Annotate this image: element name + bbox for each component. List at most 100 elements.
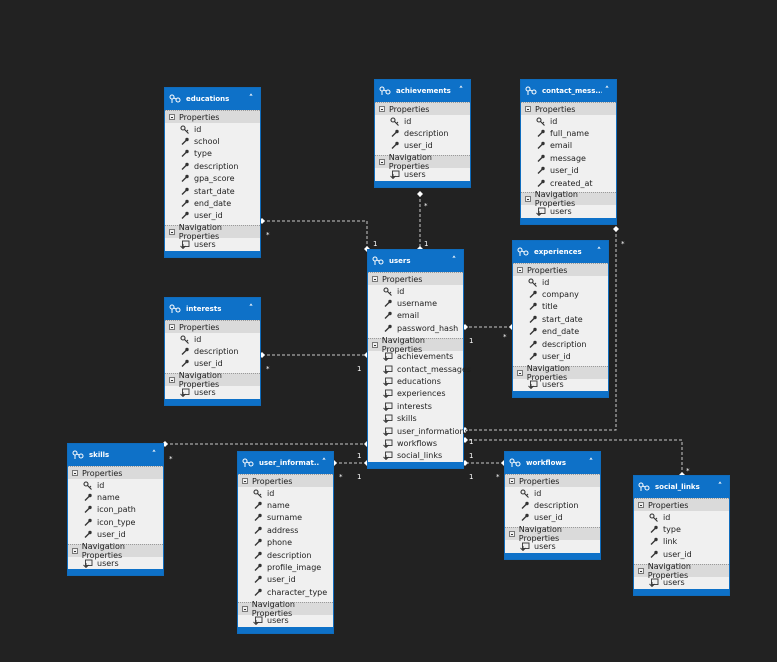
- collapse-minus-icon[interactable]: [372, 341, 378, 348]
- entity-header[interactable]: user_informat...˄: [238, 452, 333, 474]
- entity-header[interactable]: experiences˄: [513, 241, 608, 263]
- property-row[interactable]: id: [505, 487, 600, 499]
- property-row[interactable]: user_id: [165, 358, 260, 370]
- property-row[interactable]: name: [68, 491, 163, 503]
- property-row[interactable]: id: [238, 487, 333, 499]
- collapse-minus-icon[interactable]: [242, 478, 248, 484]
- collapse-minus-icon[interactable]: [169, 114, 175, 120]
- navigation-section-header[interactable]: Navigation Properties: [368, 336, 463, 354]
- property-row[interactable]: id: [634, 511, 729, 523]
- property-row[interactable]: email: [368, 310, 463, 322]
- property-row[interactable]: id: [165, 123, 260, 135]
- property-row[interactable]: icon_type: [68, 516, 163, 528]
- property-row[interactable]: id: [68, 479, 163, 491]
- properties-section-header[interactable]: Properties: [505, 474, 600, 487]
- property-row[interactable]: id: [375, 115, 470, 127]
- entity-header[interactable]: social_links˄: [634, 476, 729, 498]
- navigation-section-header[interactable]: Navigation Properties: [238, 600, 333, 618]
- navigation-row[interactable]: educations: [368, 375, 463, 387]
- property-row[interactable]: gpa_score: [165, 173, 260, 185]
- property-row[interactable]: password_hash: [368, 322, 463, 334]
- collapse-minus-icon[interactable]: [525, 196, 531, 203]
- properties-section-header[interactable]: Properties: [238, 474, 333, 487]
- entity-header[interactable]: achievements˄: [375, 80, 470, 102]
- navigation-section-header[interactable]: Navigation Properties: [165, 223, 260, 241]
- properties-section-header[interactable]: Properties: [521, 102, 616, 115]
- collapse-minus-icon[interactable]: [509, 531, 515, 538]
- properties-section-header[interactable]: Properties: [634, 498, 729, 511]
- collapse-minus-icon[interactable]: [242, 605, 248, 612]
- navigation-section-header[interactable]: Navigation Properties: [505, 525, 600, 543]
- collapse-minus-icon[interactable]: [638, 567, 644, 574]
- collapse-minus-icon[interactable]: [638, 502, 644, 508]
- properties-section-header[interactable]: Properties: [368, 272, 463, 285]
- navigation-section-header[interactable]: Navigation Properties: [68, 542, 163, 560]
- property-row[interactable]: description: [513, 338, 608, 350]
- property-row[interactable]: title: [513, 301, 608, 313]
- entity-header[interactable]: interests˄: [165, 298, 260, 320]
- property-row[interactable]: description: [505, 499, 600, 511]
- property-row[interactable]: end_date: [513, 326, 608, 338]
- entity-header[interactable]: workflows˄: [505, 452, 600, 474]
- property-row[interactable]: surname: [238, 512, 333, 524]
- property-row[interactable]: icon_path: [68, 504, 163, 516]
- collapse-minus-icon[interactable]: [517, 369, 523, 376]
- entity-header[interactable]: skills˄: [68, 444, 163, 466]
- property-row[interactable]: user_id: [165, 210, 260, 222]
- property-row[interactable]: address: [238, 524, 333, 536]
- property-row[interactable]: end_date: [165, 197, 260, 209]
- entity-header[interactable]: contact_mess...˄: [521, 80, 616, 102]
- collapse-minus-icon[interactable]: [517, 267, 523, 273]
- property-row[interactable]: type: [634, 523, 729, 535]
- property-row[interactable]: description: [165, 345, 260, 357]
- property-row[interactable]: user_id: [375, 140, 470, 152]
- navigation-row[interactable]: users: [634, 577, 729, 589]
- property-row[interactable]: type: [165, 148, 260, 160]
- navigation-section-header[interactable]: Navigation Properties: [165, 371, 260, 389]
- property-row[interactable]: id: [521, 115, 616, 127]
- property-row[interactable]: description: [375, 127, 470, 139]
- property-row[interactable]: user_id: [238, 574, 333, 586]
- property-row[interactable]: user_id: [521, 165, 616, 177]
- navigation-row[interactable]: experiences: [368, 388, 463, 400]
- property-row[interactable]: profile_image: [238, 561, 333, 573]
- navigation-row[interactable]: users: [165, 386, 260, 398]
- collapse-minus-icon[interactable]: [72, 470, 78, 476]
- navigation-section-header[interactable]: Navigation Properties: [521, 190, 616, 208]
- property-row[interactable]: email: [521, 140, 616, 152]
- collapse-chevron-icon[interactable]: ˄: [451, 256, 457, 266]
- property-row[interactable]: user_id: [634, 548, 729, 560]
- navigation-row[interactable]: users: [513, 379, 608, 391]
- collapse-chevron-icon[interactable]: ˄: [458, 86, 464, 96]
- collapse-chevron-icon[interactable]: ˄: [588, 458, 594, 468]
- property-row[interactable]: description: [165, 160, 260, 172]
- collapse-minus-icon[interactable]: [169, 377, 175, 384]
- properties-section-header[interactable]: Properties: [165, 320, 260, 333]
- collapse-chevron-icon[interactable]: ˄: [151, 450, 157, 460]
- property-row[interactable]: username: [368, 297, 463, 309]
- collapse-minus-icon[interactable]: [169, 229, 175, 236]
- collapse-minus-icon[interactable]: [379, 106, 385, 112]
- property-row[interactable]: full_name: [521, 127, 616, 139]
- collapse-chevron-icon[interactable]: ˄: [321, 458, 327, 468]
- property-row[interactable]: id: [165, 333, 260, 345]
- navigation-row[interactable]: workflows: [368, 437, 463, 449]
- collapse-chevron-icon[interactable]: ˄: [596, 247, 602, 257]
- properties-section-header[interactable]: Properties: [165, 110, 260, 123]
- navigation-row[interactable]: contact_messages: [368, 363, 471, 375]
- navigation-row[interactable]: users: [165, 238, 260, 250]
- entity-header[interactable]: users˄: [368, 250, 463, 272]
- property-row[interactable]: message: [521, 152, 616, 164]
- navigation-row[interactable]: users: [238, 615, 333, 627]
- navigation-row[interactable]: users: [505, 540, 600, 552]
- collapse-chevron-icon[interactable]: ˄: [248, 304, 254, 314]
- collapse-minus-icon[interactable]: [372, 276, 378, 282]
